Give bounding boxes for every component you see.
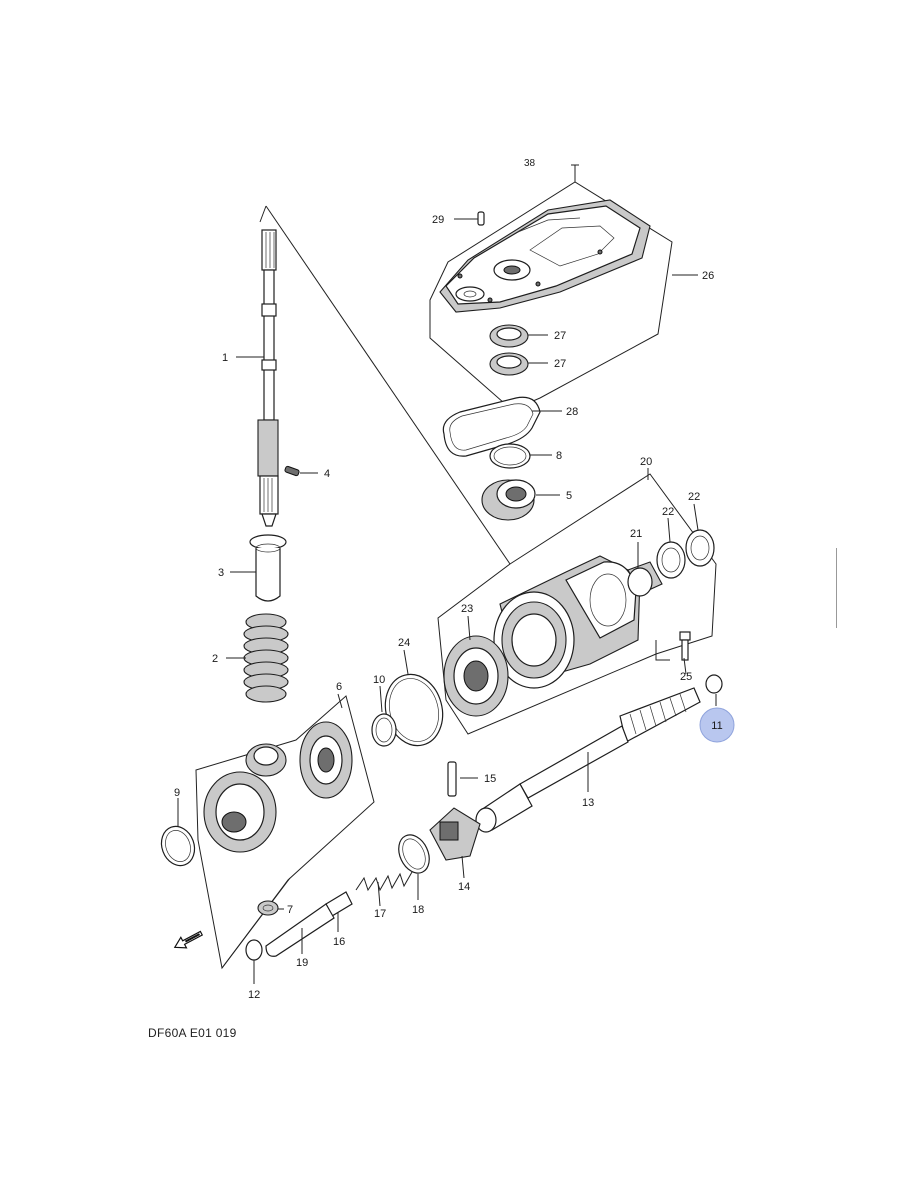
bracket-20 xyxy=(493,555,641,689)
callout-29: 29 xyxy=(432,214,444,226)
callout-1: 1 xyxy=(222,352,228,364)
diagram-caption: DF60A E01 019 xyxy=(148,1026,237,1040)
callout-26: 26 xyxy=(702,270,714,282)
edge-mark xyxy=(836,548,837,628)
bearing-27-lower xyxy=(489,352,529,376)
clutch-14 xyxy=(429,807,481,861)
callout-22-left: 22 xyxy=(662,506,674,518)
o-ring-8 xyxy=(489,443,531,469)
callout-27-upper: 27 xyxy=(554,330,566,342)
bearing-5 xyxy=(481,479,536,521)
callout-2: 2 xyxy=(212,653,218,665)
shifter-rod-19 xyxy=(265,903,335,957)
callout-23: 23 xyxy=(461,603,473,615)
highlight-circle[interactable] xyxy=(699,707,735,743)
drive-shaft-1 xyxy=(257,229,279,527)
spring-17 xyxy=(355,871,413,892)
callout-27-lower: 27 xyxy=(554,358,566,370)
fwd-arrow-icon xyxy=(173,930,204,949)
callout-20: 20 xyxy=(640,456,652,468)
callout-6: 6 xyxy=(336,681,342,693)
callout-28: 28 xyxy=(566,406,578,418)
bearing-27-upper xyxy=(489,324,529,348)
callout-13: 13 xyxy=(582,797,594,809)
callout-24: 24 xyxy=(398,637,410,649)
leader-lines xyxy=(177,218,717,984)
pin-29 xyxy=(477,211,485,226)
callout-19: 19 xyxy=(296,957,308,969)
bolt-25 xyxy=(655,631,691,661)
pin-4 xyxy=(284,465,300,477)
callout-15: 15 xyxy=(484,773,496,785)
callout-9: 9 xyxy=(174,787,180,799)
ring-10 xyxy=(371,713,397,747)
seal-22-b xyxy=(685,529,715,567)
callout-14: 14 xyxy=(458,881,470,893)
gasket-28 xyxy=(442,396,541,457)
callout-25: 25 xyxy=(680,671,692,683)
callout-21: 21 xyxy=(630,528,642,540)
top-cut-label: 38 xyxy=(524,158,536,169)
group-frames xyxy=(195,181,717,970)
sleeve-3 xyxy=(249,534,287,602)
callout-16: 16 xyxy=(333,936,345,948)
seal-22-a xyxy=(656,541,686,579)
bearing-23 xyxy=(443,635,509,717)
ring-11 xyxy=(705,674,723,694)
top-stud xyxy=(571,164,579,182)
callout-22-right: 22 xyxy=(688,491,700,503)
callout-12: 12 xyxy=(248,989,260,1001)
washer-12 xyxy=(245,939,263,961)
highlighted-callout-11[interactable]: 11 xyxy=(699,707,735,743)
callout-3: 3 xyxy=(218,567,224,579)
callout-17: 17 xyxy=(374,908,386,920)
gear-set-6 xyxy=(203,721,353,853)
propeller-shaft-13 xyxy=(475,687,701,833)
part-7 xyxy=(257,900,279,916)
callout-10: 10 xyxy=(373,674,385,686)
callout-18: 18 xyxy=(412,904,424,916)
callout-8: 8 xyxy=(556,450,562,462)
ring-18 xyxy=(398,834,430,874)
callout-labels: 1 4 3 2 29 26 27 27 28 8 5 20 22 22 21 2… xyxy=(174,214,714,1001)
callout-7: 7 xyxy=(287,904,293,916)
spring-boot-2 xyxy=(243,613,289,703)
callout-11[interactable]: 11 xyxy=(711,720,722,732)
bearing-21 xyxy=(627,561,663,597)
callout-5: 5 xyxy=(566,490,572,502)
ring-9 xyxy=(160,825,196,867)
callout-4: 4 xyxy=(324,468,330,480)
pin-15 xyxy=(447,761,457,797)
upper-housing-plate xyxy=(439,199,651,313)
